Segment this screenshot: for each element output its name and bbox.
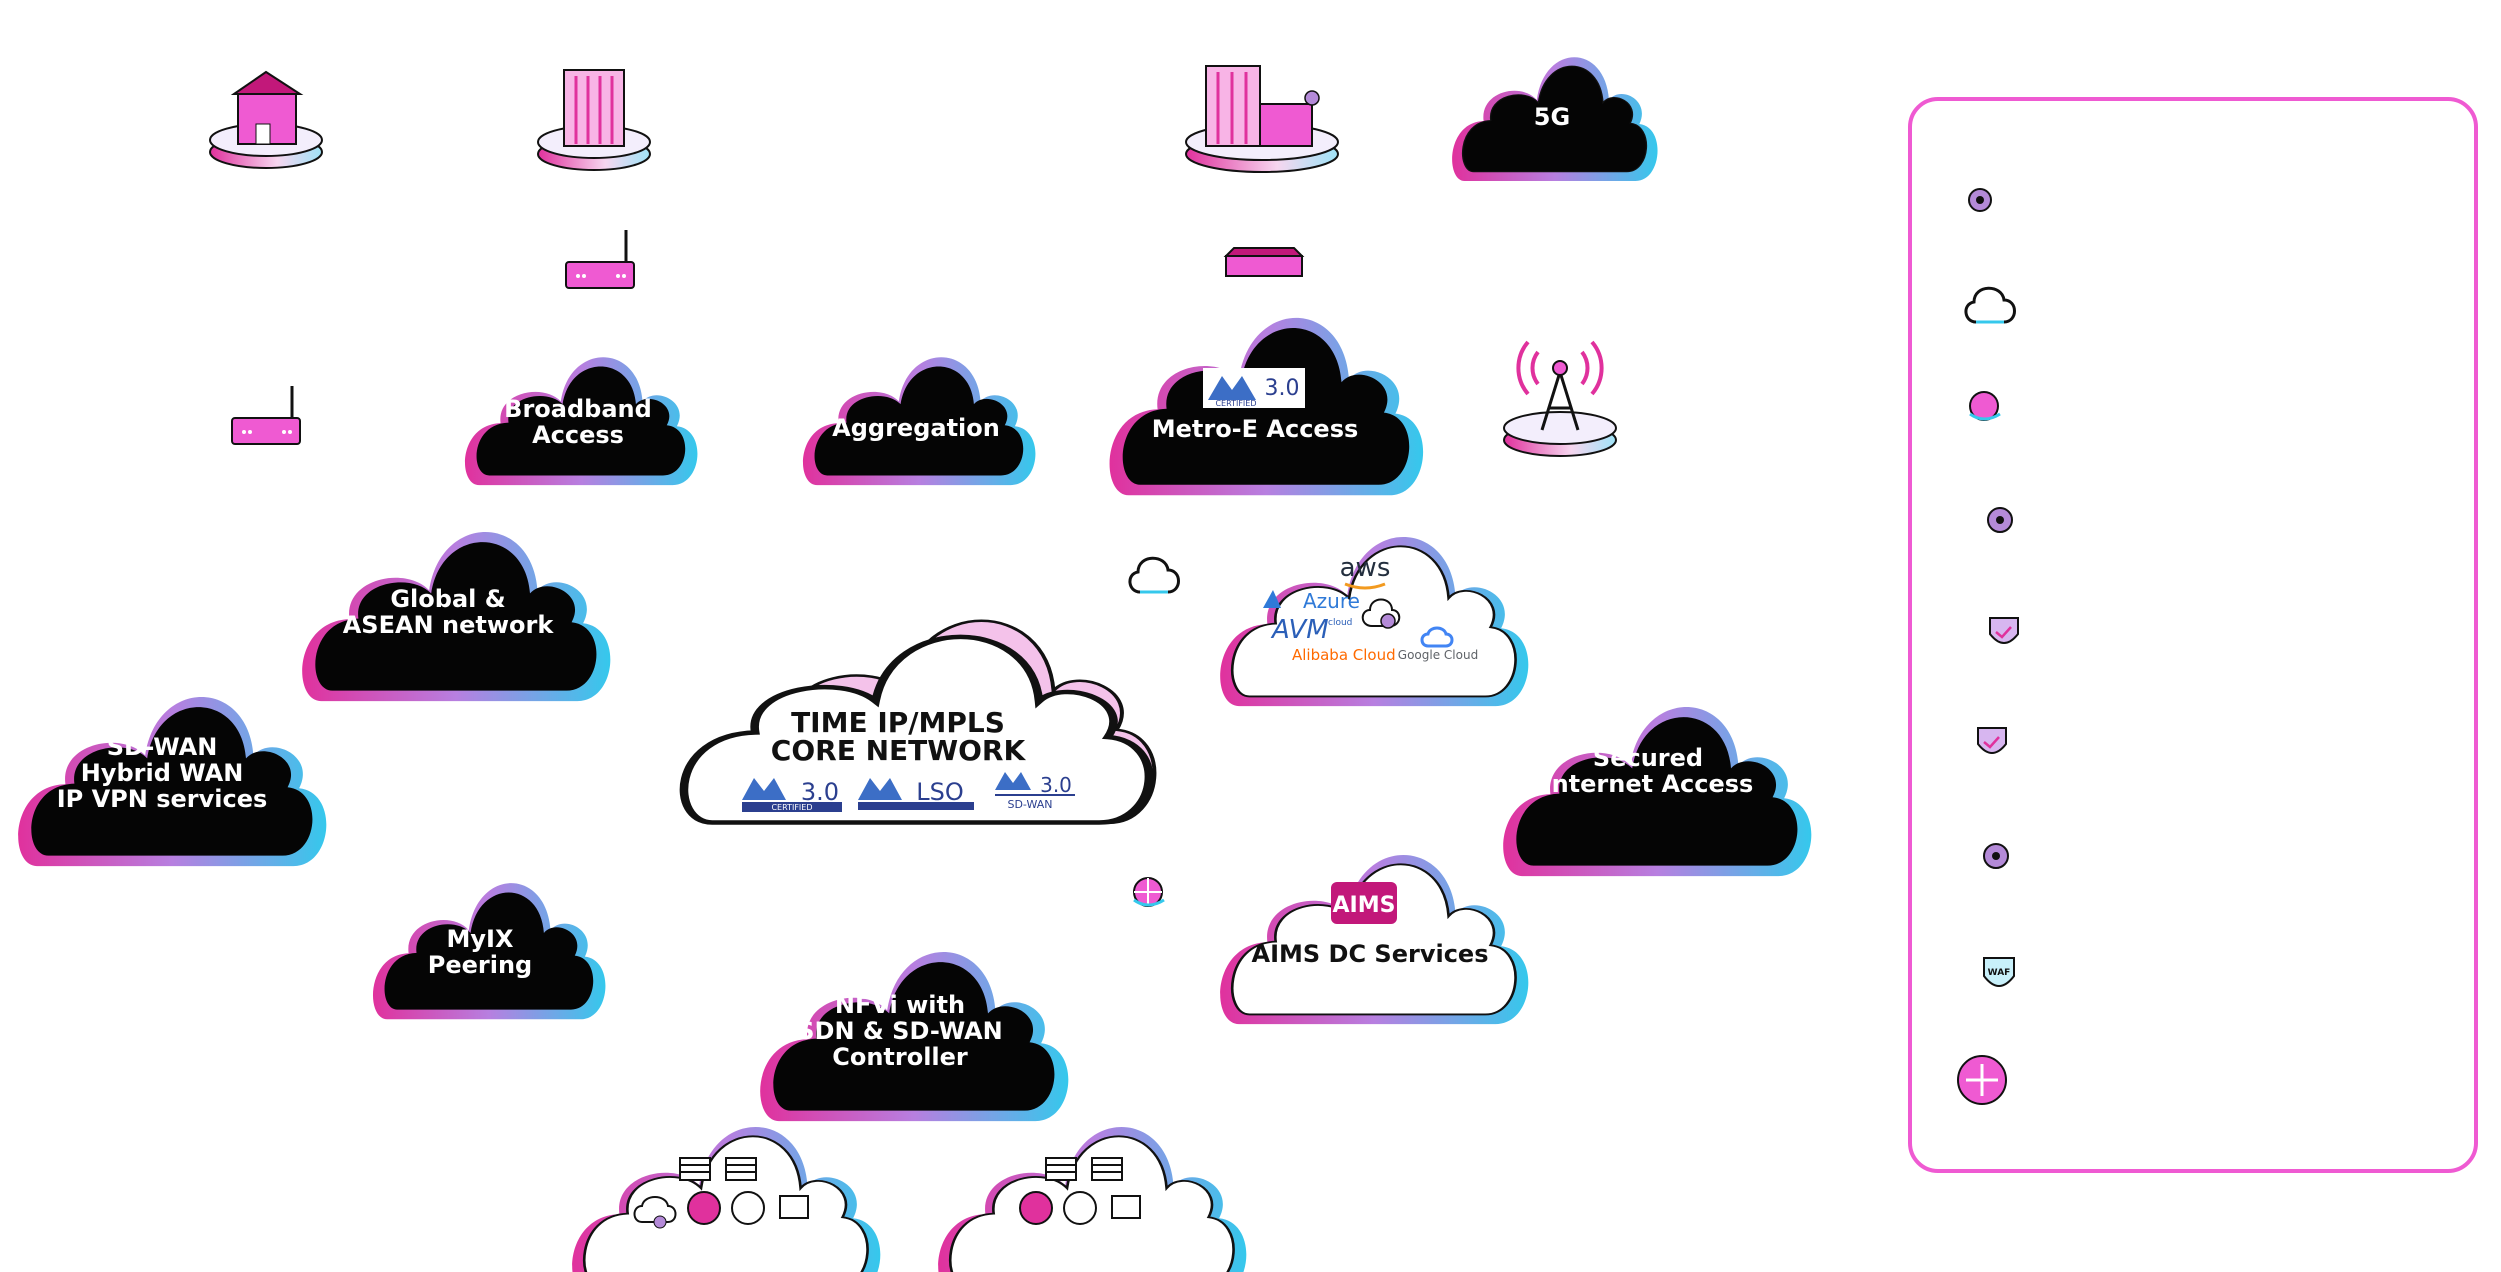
aws-logo: aws <box>1340 553 1391 583</box>
cloud-sdwan-label-1: SD-WAN <box>107 733 218 761</box>
alibaba-logo: Alibaba Cloud <box>1292 646 1396 664</box>
gear-cloud-icon <box>1361 598 1401 629</box>
avm-logo: AVM <box>1270 615 1329 645</box>
google-cloud-logo: Google Cloud <box>1398 648 1478 662</box>
cloud-nfv-right <box>938 1127 1246 1272</box>
core-badge-3-sdwan: SD-WAN <box>1007 798 1052 811</box>
core-badge-1-certified: CERTIFIED <box>771 803 812 812</box>
firewall-icon <box>1045 1157 1077 1181</box>
mef-badge: 3.0 CERTIFIED <box>1203 368 1305 408</box>
legend-gear-icon <box>1983 843 2009 869</box>
core-lso-badge: LSO <box>858 778 974 810</box>
cloud-aims: AIMS AIMS DC Services <box>1220 855 1528 1024</box>
cloud-aggregation-label: Aggregation <box>832 414 1000 442</box>
router-icon <box>231 386 301 445</box>
cloud-public-providers: aws Azure AVM cloud Alibaba Cloud Google… <box>1220 537 1528 706</box>
legend-shield-check-icon <box>1977 727 2007 754</box>
core-title-1: TIME IP/MPLS <box>791 706 1005 739</box>
cloud-global-label-2: ASEAN network <box>343 611 555 639</box>
cloud-nfvi-label-3: Controller <box>832 1043 968 1071</box>
globe-cloud-icon <box>1133 877 1165 907</box>
core-badge-1-version: 3.0 <box>801 778 839 806</box>
cloud-nfvi-label-2: SDN & SD-WAN <box>797 1017 1003 1045</box>
cloud-metro-e-label: Metro-E Access <box>1152 415 1359 443</box>
legend-router-arrows-icon <box>1957 1055 2007 1105</box>
cloud-aggregation: Aggregation <box>802 357 1036 486</box>
legend-gear-icon <box>1987 507 2013 533</box>
cloud-sync-icon <box>1128 556 1180 594</box>
core-mef-badge: 3.0 CERTIFIED <box>742 778 842 812</box>
cloud-metro-e: 3.0 CERTIFIED Metro-E Access <box>1109 317 1424 496</box>
cloud-secured-label-2: Internet Access <box>1543 770 1754 798</box>
cloud-secured: Secured Internet Access <box>1503 706 1812 877</box>
router-icon <box>687 1191 721 1225</box>
core-title-2: CORE NETWORK <box>771 734 1027 767</box>
aims-logo <box>1331 882 1397 924</box>
cloud-nfv-left <box>572 1127 880 1272</box>
modem-icon <box>1223 247 1305 277</box>
cloud-aims-label: AIMS DC Services <box>1252 940 1489 968</box>
globe-icon <box>731 1191 765 1225</box>
cell-tower-icon <box>1503 340 1617 457</box>
legend-globe-cloud-icon <box>1969 391 2001 421</box>
office-building-icon <box>537 69 651 171</box>
legend-cloud-sync-icon <box>1964 286 2016 324</box>
firewall-icon <box>1091 1157 1123 1181</box>
house-icon <box>209 70 323 169</box>
core-network-cloud: TIME IP/MPLS CORE NETWORK 3.0 CERTIFIED … <box>684 621 1154 823</box>
cloud-5g: 5G <box>1452 57 1657 181</box>
router-icon <box>565 230 635 289</box>
mef-badge-version: 3.0 <box>1265 376 1300 401</box>
firewall-icon <box>679 1157 711 1181</box>
core-badge-3-version: 3.0 <box>1040 773 1072 797</box>
cloud-myix-label-1: MyIX <box>447 925 514 953</box>
waf-label: WAF <box>1988 968 2011 978</box>
cloud-broadband-label-1: Broadband <box>504 395 652 423</box>
mef-badge-certified: CERTIFIED <box>1215 399 1256 408</box>
cloud-gear-icon <box>633 1196 677 1229</box>
legend-waf-shield-icon: WAF <box>1983 957 2015 987</box>
router-icon <box>1019 1191 1053 1225</box>
cloud-sdwan-label-2: Hybrid WAN <box>81 759 244 787</box>
legend-panel <box>1908 97 2478 1173</box>
monitor-shield-icon <box>1111 1195 1141 1219</box>
legend-shield-check-icon <box>1989 617 2019 644</box>
cloud-secured-label-1: Secured <box>1593 744 1703 772</box>
cloud-myix: MyIX Peering <box>372 883 606 1020</box>
cloud-myix-label-2: Peering <box>428 951 532 979</box>
cloud-global: Global & ASEAN network <box>302 531 611 702</box>
azure-logo: Azure <box>1303 589 1360 613</box>
cloud-global-label-1: Global & <box>390 585 505 613</box>
firewall-icon <box>725 1157 757 1181</box>
globe-icon <box>1063 1191 1097 1225</box>
google-cloud-icon <box>1420 626 1454 648</box>
core-sdwan-badge: 3.0 SD-WAN <box>995 772 1075 811</box>
monitor-shield-icon <box>779 1195 809 1219</box>
cloud-nfvi-label-1: NFVi with <box>835 991 965 1019</box>
legend-gear-cloud-icon <box>1968 188 1992 212</box>
business-park-icon <box>1185 65 1339 173</box>
avm-logo-suffix: cloud <box>1328 618 1352 628</box>
cloud-5g-label: 5G <box>1534 103 1570 131</box>
cloud-sdwan-label-3: IP VPN services <box>57 785 268 813</box>
gear-icon <box>1304 90 1320 106</box>
aims-logo-text: AIMS <box>1333 893 1396 918</box>
cloud-nfvi: NFVi with SDN & SD-WAN Controller <box>760 951 1069 1122</box>
cloud-broadband: Broadband Access <box>464 357 698 486</box>
cloud-broadband-label-2: Access <box>532 421 624 449</box>
cloud-sdwan: SD-WAN Hybrid WAN IP VPN services <box>18 696 327 867</box>
core-badge-2-lso: LSO <box>916 778 964 806</box>
